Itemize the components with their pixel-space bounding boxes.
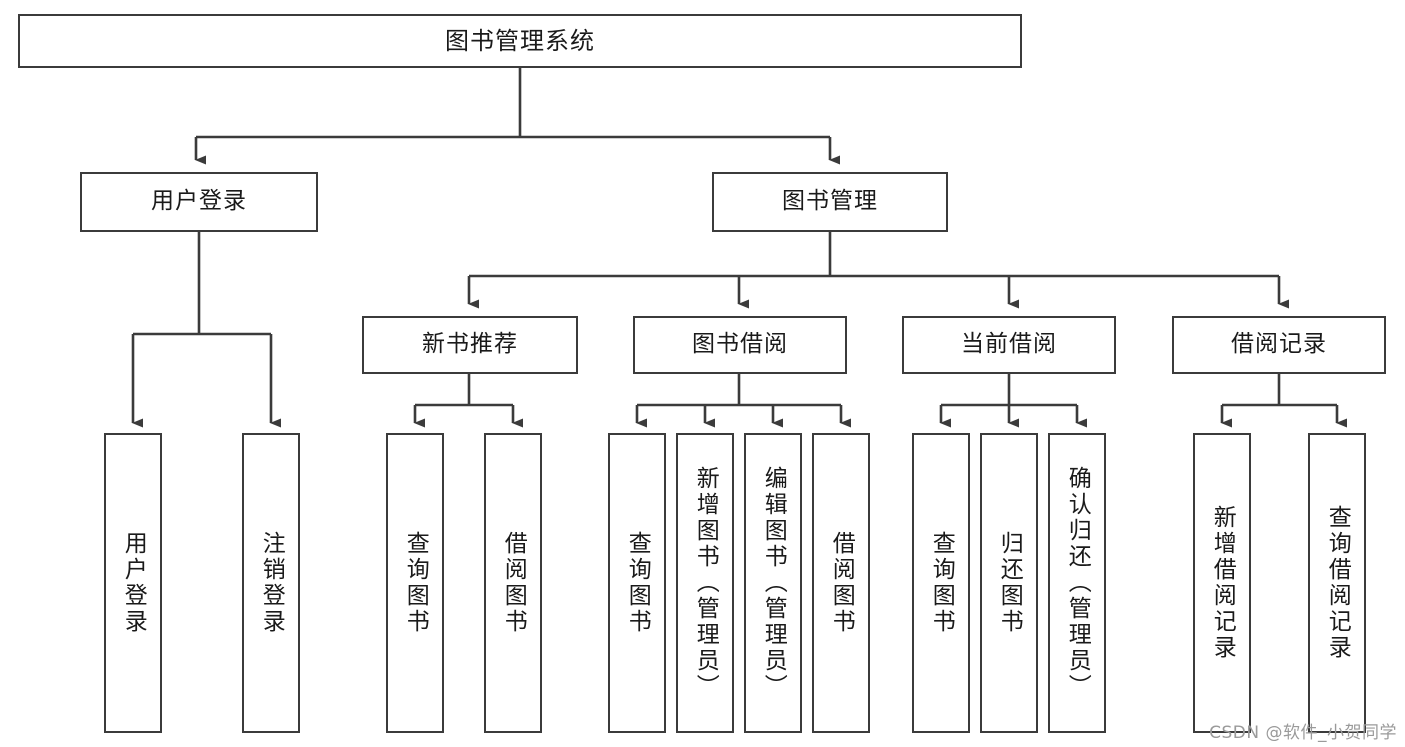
node-leaf-query-book-2[interactable]: 查询图书	[608, 433, 666, 733]
node-label: 图书管理	[782, 188, 878, 215]
node-label: 图书借阅	[692, 331, 788, 358]
node-label: 借阅图书	[828, 531, 855, 635]
node-book-borrow[interactable]: 图书借阅	[633, 316, 847, 374]
node-label: 查询图书	[624, 531, 651, 635]
node-label: 用户登录	[120, 531, 147, 635]
node-leaf-query-book-3[interactable]: 查询图书	[912, 433, 970, 733]
node-borrow-record[interactable]: 借阅记录	[1172, 316, 1386, 374]
node-label: 当前借阅	[961, 331, 1057, 358]
node-leaf-edit-book[interactable]: 编辑图书（管理员）	[744, 433, 802, 733]
node-label: 注销登录	[258, 531, 285, 635]
node-leaf-confirm-return[interactable]: 确认归还（管理员）	[1048, 433, 1106, 733]
node-label: 新增图书（管理员）	[692, 466, 719, 700]
node-label: 查询图书	[928, 531, 955, 635]
node-user-login[interactable]: 用户登录	[80, 172, 318, 232]
node-leaf-borrow-book-2[interactable]: 借阅图书	[812, 433, 870, 733]
node-label: 查询借阅记录	[1324, 505, 1351, 661]
node-leaf-query-book-1[interactable]: 查询图书	[386, 433, 444, 733]
node-new-book-recommend[interactable]: 新书推荐	[362, 316, 578, 374]
node-label: 用户登录	[151, 188, 247, 215]
node-label: 图书管理系统	[445, 26, 595, 55]
node-book-manage[interactable]: 图书管理	[712, 172, 948, 232]
node-leaf-add-book[interactable]: 新增图书（管理员）	[676, 433, 734, 733]
node-label: 归还图书	[996, 531, 1023, 635]
watermark: CSDN @软件_小贺同学	[1209, 723, 1397, 743]
node-label: 借阅图书	[500, 531, 527, 635]
node-label: 新书推荐	[422, 331, 518, 358]
node-leaf-user-login[interactable]: 用户登录	[104, 433, 162, 733]
node-label: 查询图书	[402, 531, 429, 635]
node-leaf-logout[interactable]: 注销登录	[242, 433, 300, 733]
node-label: 新增借阅记录	[1209, 505, 1236, 661]
node-leaf-return-book[interactable]: 归还图书	[980, 433, 1038, 733]
node-root-book-management-system[interactable]: 图书管理系统	[18, 14, 1022, 68]
node-label: 确认归还（管理员）	[1064, 466, 1091, 700]
node-current-borrow[interactable]: 当前借阅	[902, 316, 1116, 374]
node-leaf-add-record[interactable]: 新增借阅记录	[1193, 433, 1251, 733]
node-label: 借阅记录	[1231, 331, 1327, 358]
node-label: 编辑图书（管理员）	[760, 466, 787, 700]
node-leaf-query-record[interactable]: 查询借阅记录	[1308, 433, 1366, 733]
node-leaf-borrow-book-1[interactable]: 借阅图书	[484, 433, 542, 733]
